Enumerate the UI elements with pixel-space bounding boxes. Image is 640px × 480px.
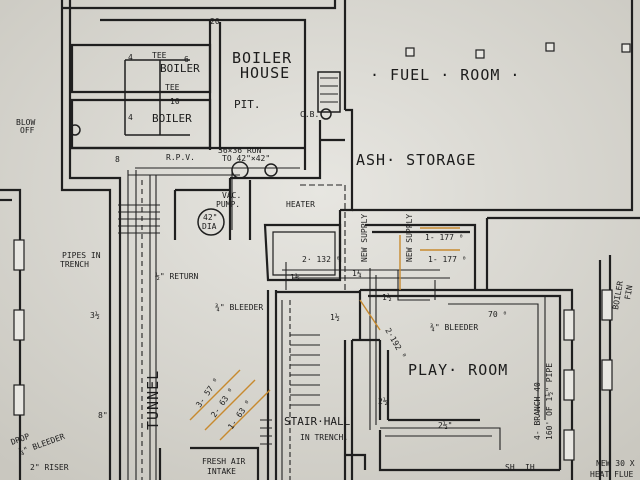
label-cb: C.B.	[300, 110, 319, 119]
label-sh: SH	[505, 463, 515, 472]
label-pit: PIT.	[234, 98, 261, 111]
label-vac-1: VAC.	[222, 191, 241, 200]
label-vac-2: PUMP.	[216, 200, 240, 209]
label-stack-2: DIA	[202, 222, 217, 231]
label-in-trench: IN TRENCH.	[300, 433, 348, 442]
stairs	[260, 77, 338, 445]
label-bleeder-2: ¾" BLEEDER	[430, 323, 478, 332]
label-dim-1-half: 1½	[330, 312, 340, 322]
label-boiler-fin-2: FIN	[623, 284, 634, 300]
label-blow-2: OFF	[20, 126, 35, 135]
label-dim-6a: 6	[184, 55, 189, 64]
label-dim-4b: 4	[128, 113, 133, 122]
label-fuel-room: · FUEL · ROOM ·	[370, 66, 520, 84]
label-dim-1-half-b: 1½	[382, 292, 392, 302]
label-dim-8b: 8"	[98, 411, 108, 420]
label-boiler-house-2: HOUSE	[240, 64, 290, 82]
label-dim-2-half: 2½	[378, 396, 388, 406]
label-heat-flue-2: HEAT FLUE	[590, 470, 634, 479]
equipment	[69, 59, 332, 236]
stack-symbol	[197, 208, 225, 236]
label-dim-4a: 4	[128, 53, 133, 62]
label-tee-top: TEE	[152, 51, 167, 60]
label-sq-132: 2· 132 ⁰	[302, 255, 341, 264]
label-boiler-top: BOILER	[160, 62, 200, 75]
label-dim-8a: 8	[115, 155, 120, 164]
label-sq-177b: 1- 177 ⁰	[428, 255, 467, 264]
label-heat-flue-1: NEW 30 X	[596, 459, 635, 468]
label-branch-1: 4- BRANCH 40	[533, 382, 542, 440]
label-dim-20: 20	[210, 17, 220, 26]
label-branch-2: 160' OF 1½" PIPE	[544, 363, 554, 440]
tunnel-pipes	[118, 167, 546, 480]
windows-and-posts	[13, 42, 631, 461]
label-new-supply-2: NEW SUPPLY	[405, 214, 414, 262]
label-riser: 2" RISER	[30, 463, 69, 472]
label-return: ½" RETURN	[155, 271, 199, 281]
label-heater: HEATER	[286, 200, 315, 209]
label-stack-1: 42"	[203, 213, 217, 222]
label-sq-177a: 1- 177 ⁰	[425, 233, 464, 242]
label-tunnel: TUNNEL	[144, 370, 162, 430]
annotation-lines	[189, 227, 460, 441]
cb-symbol	[320, 108, 332, 120]
equipment-labels: BOILER BOILER TEE TEE BLOW OFF C.B. R.P.…	[16, 51, 319, 231]
label-dim-1-quarter: 1¼	[352, 269, 362, 278]
label-dim-10: 10	[170, 97, 180, 106]
label-dim-2-half-b: 2½"	[438, 420, 452, 430]
vac-pump-symbol	[231, 161, 249, 179]
label-dim-3-half: 3½	[90, 310, 100, 320]
label-ash-storage: ASH· STORAGE	[356, 151, 476, 169]
label-dim-12: 1½	[290, 272, 300, 282]
heater-symbol	[264, 163, 278, 177]
label-new-supply-1: NEW SUPPLY	[360, 214, 369, 262]
label-ih: IH	[525, 463, 535, 472]
label-run-1: 36×36 RUN	[218, 146, 262, 155]
label-rpv: R.P.V.	[166, 153, 195, 162]
blow-off-valve	[69, 124, 81, 136]
label-tee-mid: TEE	[165, 83, 180, 92]
label-stair-hall: STAIR·HALL	[284, 415, 351, 428]
label-play-room: PLAY· ROOM	[408, 361, 508, 379]
label-blow-1: BLOW	[16, 118, 35, 127]
label-sq-70: 70 ⁰	[488, 310, 507, 319]
label-pipes-2: TRENCH	[60, 260, 89, 269]
room-labels: BOILER HOUSE · FUEL · ROOM · PIT. ASH· S…	[144, 49, 520, 476]
label-run-2: TO 42"×42"	[222, 154, 270, 163]
label-boiler-bottom: BOILER	[152, 112, 192, 125]
label-bleeder-1: ¾" BLEEDER	[215, 303, 263, 312]
label-boiler-house-1: BOILER	[232, 49, 292, 67]
label-fresh-air-2: INTAKE	[207, 467, 236, 476]
label-pipes-1: PIPES IN	[62, 251, 101, 260]
label-fresh-air-1: FRESH AIR	[202, 457, 246, 466]
